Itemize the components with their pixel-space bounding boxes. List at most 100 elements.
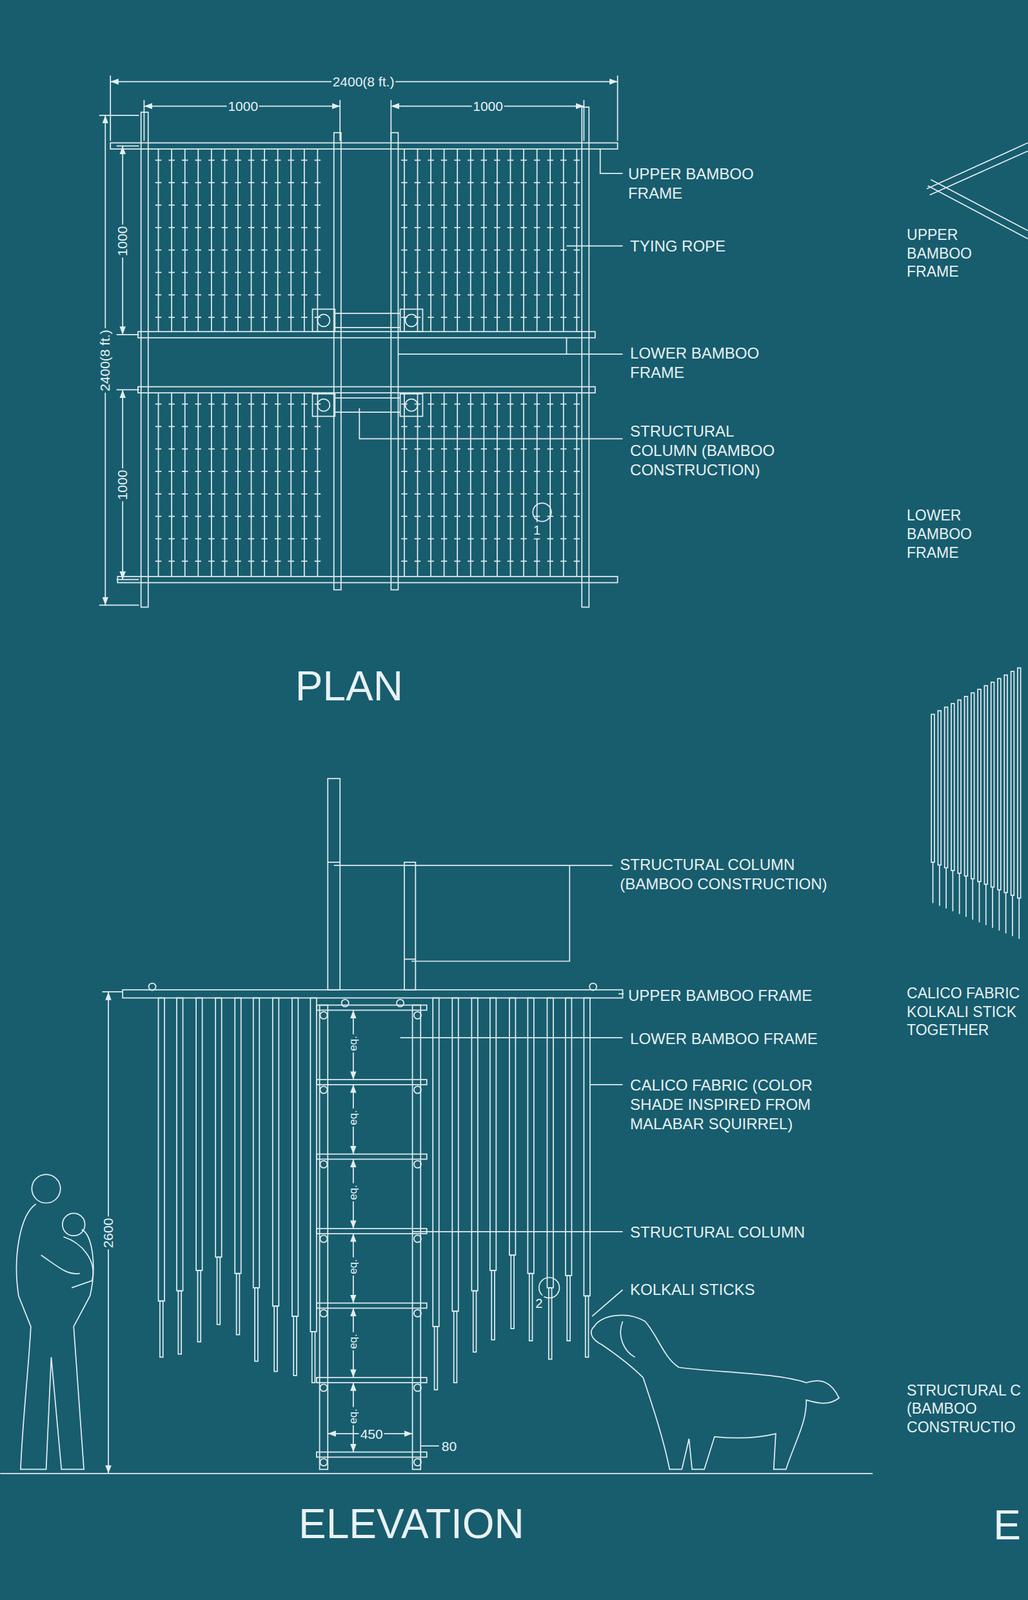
fabric-tick <box>441 560 447 562</box>
fabric-tick <box>288 249 295 251</box>
fabric-tick <box>494 204 500 206</box>
fabric-tick <box>401 294 407 296</box>
fabric-tick <box>195 403 202 406</box>
kolkali-stick <box>1005 892 1007 934</box>
fabric-tick <box>441 249 447 251</box>
kolkali-stick <box>939 864 941 906</box>
part-label: CALICO FABRIC KOLKALI STICK TOGETHER <box>905 984 1026 1040</box>
dimension-label: 1000 <box>226 97 260 115</box>
fabric-tick <box>248 181 255 184</box>
fabric-tick <box>288 493 295 495</box>
dimension-label: 1000 <box>114 224 131 258</box>
fabric-tick <box>181 515 188 518</box>
fabric-tick <box>208 403 215 406</box>
fabric-tick <box>427 515 434 518</box>
fabric-tick <box>288 204 295 206</box>
fabric-tick <box>248 426 255 428</box>
fabric-tick <box>274 515 281 518</box>
fabric-tick <box>414 272 421 274</box>
structural-column <box>412 1005 422 1470</box>
fabric-tick <box>155 448 162 450</box>
fabric-tick <box>195 448 202 450</box>
fabric-tick <box>467 515 474 518</box>
fabric-tick <box>481 316 487 318</box>
callout-number: 2 <box>533 1295 544 1312</box>
fabric-tick <box>507 426 514 428</box>
fabric-tick <box>481 159 487 162</box>
tying-rope <box>197 148 199 332</box>
fabric-tick <box>208 538 215 540</box>
fabric-tick <box>288 426 295 428</box>
calico-fabric <box>971 692 975 879</box>
fabric-tick <box>195 426 202 428</box>
fabric-tick <box>454 227 460 229</box>
calico-fabric <box>196 997 202 1270</box>
fabric-tick <box>546 403 553 406</box>
calico-fabric <box>310 997 317 1332</box>
tying-rope <box>250 148 253 332</box>
view-title: E <box>993 1499 1021 1552</box>
fabric-tick <box>181 470 188 473</box>
fabric-tick <box>401 204 407 206</box>
fabric-tick <box>288 272 295 274</box>
fabric-tick <box>314 249 321 251</box>
fabric-tick <box>414 515 421 518</box>
tying-rope <box>210 148 213 332</box>
fabric-tick <box>481 515 487 518</box>
leader-line <box>566 353 623 355</box>
kolkali-stick <box>434 1326 438 1390</box>
column-symbol <box>317 399 330 412</box>
fabric-tick <box>234 316 241 318</box>
fabric-tick <box>507 560 514 562</box>
extension-line <box>116 334 140 336</box>
fabric-tick <box>155 470 162 473</box>
fabric-tick <box>533 538 540 540</box>
fabric-tick <box>234 470 241 473</box>
calico-fabric <box>583 997 590 1296</box>
fabric-tick <box>234 403 241 406</box>
fabric-tick <box>221 560 228 562</box>
fabric-tick <box>454 515 460 518</box>
fabric-tick <box>314 515 321 518</box>
fabric-tick <box>234 515 241 518</box>
fabric-tick <box>261 426 267 428</box>
part-label: STRUCTURAL COLUMN (BAMBOO CONSTRUCTION) <box>628 421 796 480</box>
fabric-tick <box>481 181 487 184</box>
view-title: ELEVATION <box>298 1498 525 1550</box>
fabric-tick <box>494 227 500 229</box>
fabric-tick <box>248 159 255 162</box>
bamboo-pole <box>141 112 149 607</box>
calico-fabric <box>546 997 553 1288</box>
fabric-tick <box>181 316 188 318</box>
human-figure <box>41 1236 94 1288</box>
fabric-tick <box>573 227 580 229</box>
tying-rope <box>303 392 306 577</box>
fabric-tick <box>546 272 553 274</box>
fabric-tick <box>261 493 267 495</box>
fabric-tick <box>573 204 580 206</box>
dimension-line <box>420 1445 439 1447</box>
fabric-tick <box>481 272 487 274</box>
fabric-tick <box>454 181 460 184</box>
fabric-tick <box>301 448 307 450</box>
column-link <box>334 397 400 399</box>
tying-rope <box>417 392 419 577</box>
fabric-tick <box>560 515 567 518</box>
fabric-tick <box>221 448 228 450</box>
fabric-tick <box>314 493 321 495</box>
fabric-tick <box>560 181 567 184</box>
fabric-tick <box>195 515 202 518</box>
elevation-view <box>0 778 873 1474</box>
fabric-tick <box>546 294 553 296</box>
fabric-tick <box>208 316 215 318</box>
kolkali-stick <box>585 1295 589 1357</box>
kolkali-stick <box>177 1291 182 1355</box>
dimension-label: eq. <box>346 1332 360 1351</box>
fabric-tick <box>520 294 527 296</box>
fabric-tick <box>467 493 474 495</box>
elevation-leaders <box>334 865 624 1317</box>
fabric-tick <box>494 426 500 428</box>
fabric-tick <box>181 493 188 495</box>
extension-line <box>109 75 111 141</box>
fabric-tick <box>261 560 267 562</box>
